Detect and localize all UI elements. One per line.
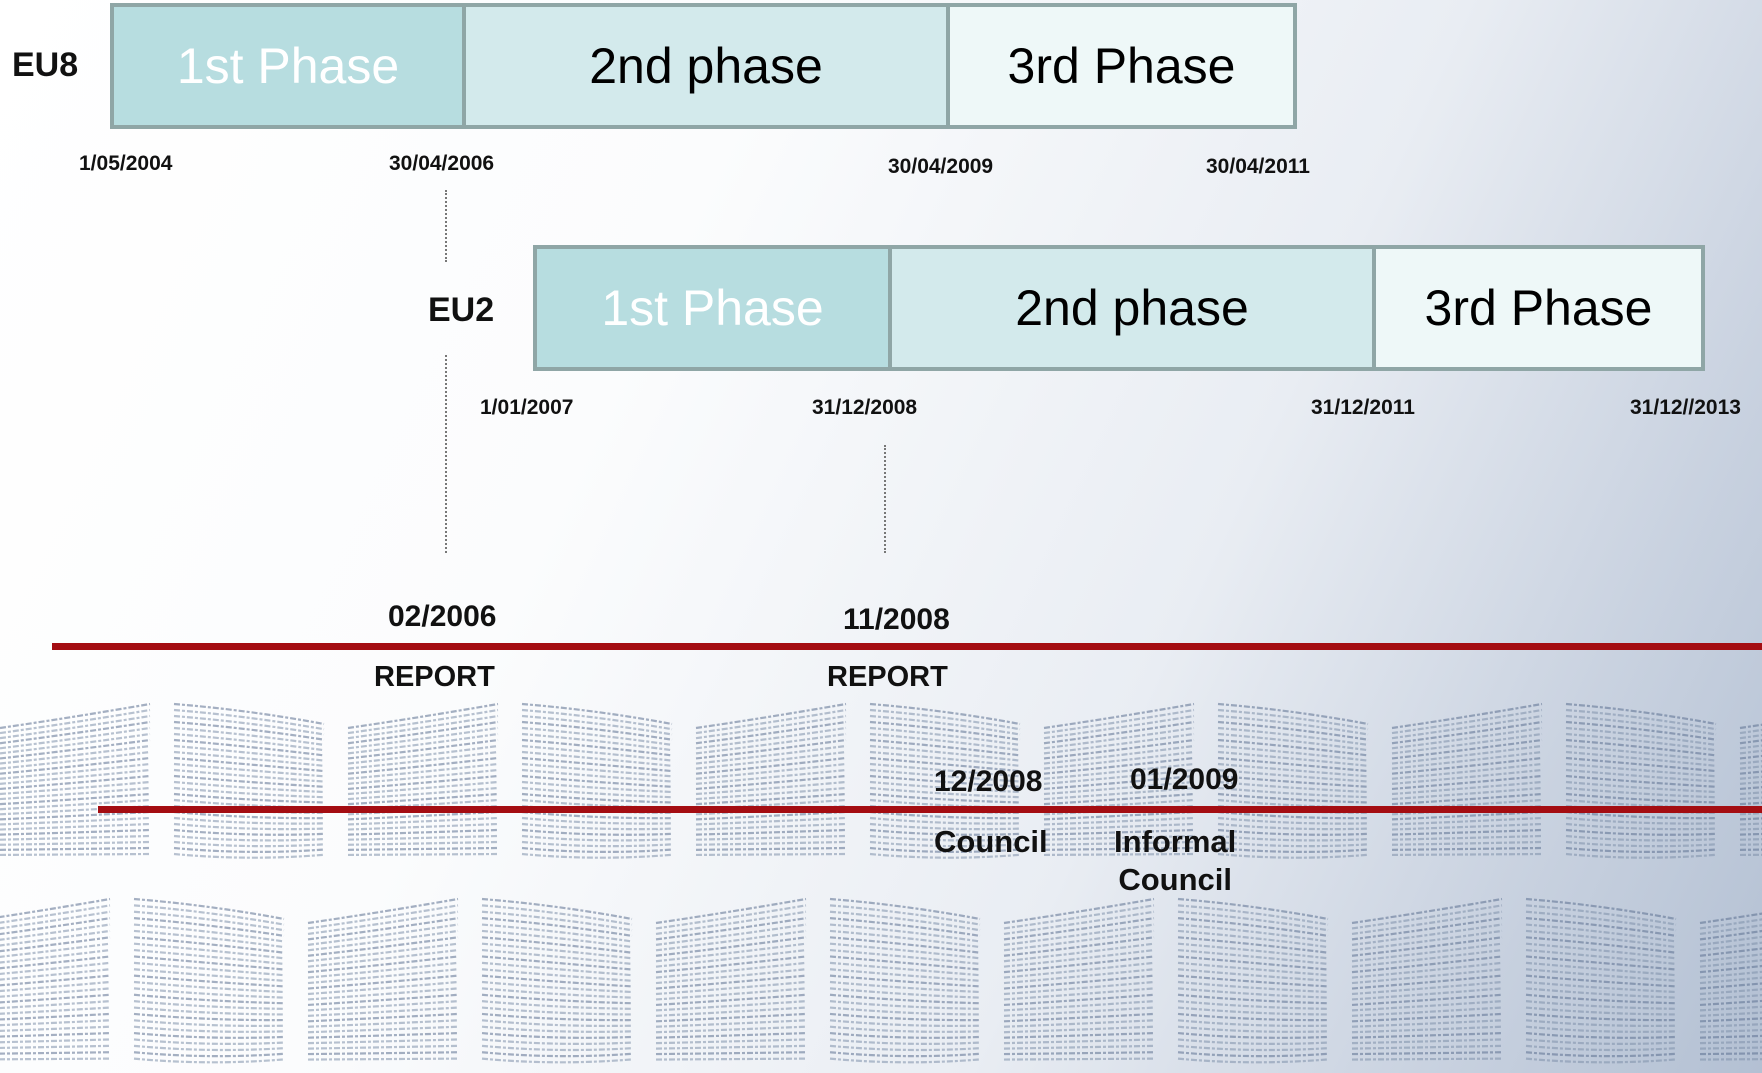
flag-panel [1217, 702, 1369, 859]
eu8-phase-2: 2nd phase [462, 7, 946, 125]
flag-panel [307, 897, 459, 1061]
council-2-label-line-2: Council [1118, 862, 1232, 897]
flag-panel [347, 702, 499, 857]
flag-panel [695, 702, 847, 857]
reports-timeline [52, 643, 1762, 650]
council-2-label-line-1: Informal [1114, 824, 1237, 859]
flag-panel [481, 897, 633, 1064]
council-2-date: 01/2009 [1130, 763, 1239, 796]
flag-panel [829, 897, 981, 1064]
eu8-phase-bar: 1st Phase 2nd phase 3rd Phase [110, 3, 1297, 129]
flag-panel [521, 702, 673, 859]
dotted-connector [445, 355, 447, 553]
flag-panel [1003, 897, 1155, 1061]
report-1-label: REPORT [374, 661, 495, 693]
council-1-label: Council [934, 823, 1048, 861]
eu8-label: EU8 [12, 46, 79, 84]
flag-panel [1525, 897, 1677, 1064]
flag-panel [1739, 723, 1762, 857]
eu2-phase-1: 1st Phase [537, 249, 888, 367]
eu8-date-phase2-end: 30/04/2009 [888, 155, 994, 178]
eu8-phase-1: 1st Phase [114, 7, 462, 125]
report-2-date: 11/2008 [843, 603, 950, 636]
flag-panel [655, 897, 807, 1061]
flag-panel [0, 897, 111, 1061]
flag-panel [1699, 912, 1762, 1061]
council-timeline [98, 806, 1762, 813]
eu2-label: EU2 [428, 291, 495, 329]
eu2-phase-bar: 1st Phase 2nd phase 3rd Phase [533, 245, 1705, 371]
background-flags-pattern [0, 702, 1762, 1064]
eu2-phase-2: 2nd phase [888, 249, 1372, 367]
eu8-date-phase1-end: 30/04/2006 [389, 152, 495, 175]
flag-panel [133, 897, 285, 1064]
flag-panel [1391, 702, 1543, 857]
flag-panel [173, 702, 325, 859]
eu2-date-start: 1/01/2007 [480, 396, 574, 419]
eu2-date-end: 31/12//2013 [1630, 396, 1741, 419]
flag-panel [1565, 702, 1717, 859]
flag-panel [0, 702, 151, 857]
council-2-label: Informal Council [1114, 823, 1236, 899]
flag-panel [1351, 897, 1503, 1061]
dotted-connector [884, 445, 886, 553]
flag-panel [1177, 897, 1329, 1064]
council-1-label-line: Council [934, 824, 1048, 859]
eu8-date-start: 1/05/2004 [79, 152, 173, 175]
eu2-date-phase1-end: 31/12/2008 [812, 396, 918, 419]
report-2-label: REPORT [827, 661, 948, 693]
eu2-phase-3: 3rd Phase [1372, 249, 1701, 367]
report-1-date: 02/2006 [388, 600, 497, 633]
eu8-phase-3: 3rd Phase [946, 7, 1293, 125]
council-1-date: 12/2008 [934, 765, 1043, 798]
eu2-date-phase2-end: 31/12/2011 [1311, 396, 1415, 419]
eu8-date-end: 30/04/2011 [1206, 155, 1310, 178]
dotted-connector [445, 190, 447, 262]
